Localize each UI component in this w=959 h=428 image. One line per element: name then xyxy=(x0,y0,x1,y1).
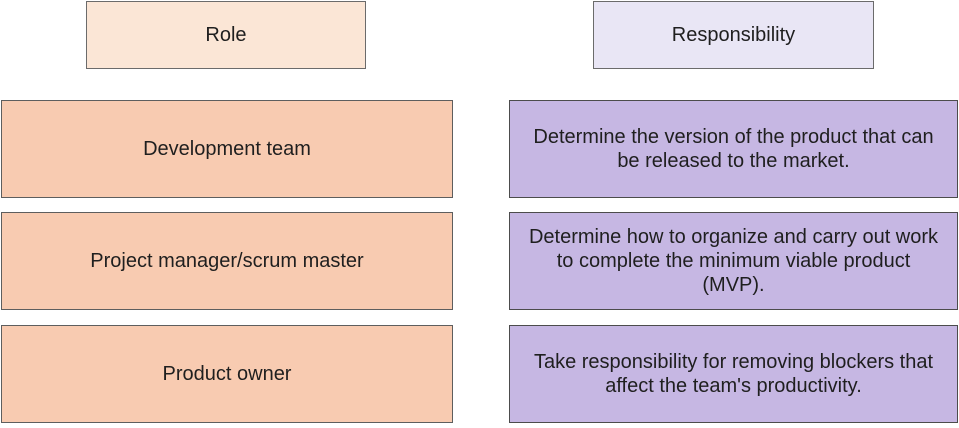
responsibility-header: Responsibility xyxy=(593,1,874,69)
role-card-project-manager[interactable]: Project manager/scrum master xyxy=(1,212,453,310)
responsibility-card-text: Take responsibility for removing blocker… xyxy=(533,351,934,397)
responsibility-card-text: Determine how to organize and carry out … xyxy=(528,226,939,296)
responsibility-card-organize-work[interactable]: Determine how to organize and carry out … xyxy=(509,212,958,310)
role-card-label: Product owner xyxy=(162,363,292,385)
role-header-label: Role xyxy=(205,24,247,46)
role-card-development-team[interactable]: Development team xyxy=(1,100,453,198)
role-card-label: Development team xyxy=(143,138,311,160)
responsibility-card-text: Determine the version of the product tha… xyxy=(533,126,934,172)
responsibility-card-remove-blockers[interactable]: Take responsibility for removing blocker… xyxy=(509,325,958,423)
role-card-label: Project manager/scrum master xyxy=(90,250,364,272)
role-header: Role xyxy=(86,1,366,69)
responsibility-card-release-version[interactable]: Determine the version of the product tha… xyxy=(509,100,958,198)
role-card-product-owner[interactable]: Product owner xyxy=(1,325,453,423)
responsibility-header-label: Responsibility xyxy=(671,24,796,46)
